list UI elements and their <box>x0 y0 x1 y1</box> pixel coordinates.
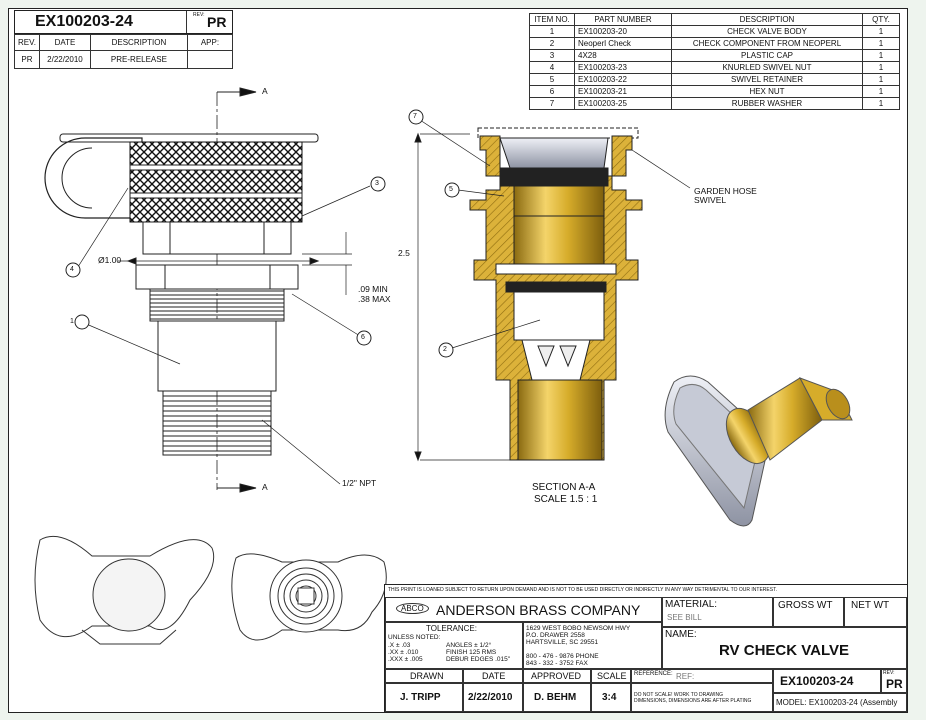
section-marker-top: A <box>262 86 268 96</box>
drawn-value-cell: J. TRIPP <box>385 683 463 712</box>
date-value-cell: 2/22/2010 <box>463 683 523 712</box>
npt-callout: 1/2" NPT <box>342 478 377 488</box>
balloon-5: 5 <box>449 186 453 193</box>
divider <box>186 11 187 33</box>
doc-number-cell: EX100203-24 <box>773 669 881 693</box>
revision-table: REV. DATE DESCRIPTION APP: PR 2/22/2010 … <box>14 34 234 69</box>
tol-right-3: DEBUR EDGES .015" <box>446 656 511 663</box>
height-dimension: 2.5 <box>398 248 410 258</box>
net-wt-cell: NET WT <box>844 597 907 627</box>
tolerance-label: TOLERANCE: <box>426 624 477 633</box>
date-label-cell: DATE <box>463 669 523 683</box>
loan-notice: THIS PRINT IS LOANED SUBJECT TO RETURN U… <box>388 587 777 593</box>
drawn-value: J. TRIPP <box>400 692 441 703</box>
date-label: DATE <box>482 671 506 681</box>
company-cell: ABCO ANDERSON BRASS COMPANY <box>385 597 662 622</box>
balloon-2: 2 <box>443 346 447 353</box>
approved-label: APPROVED <box>531 671 582 681</box>
net-wt-label: NET WT <box>851 600 890 611</box>
bottom-views <box>34 536 387 645</box>
doc-number: EX100203-24 <box>35 13 133 30</box>
scale-label-cell: SCALE <box>591 669 631 683</box>
rev-cell: REV: PR <box>881 669 907 693</box>
scale-label: SCALE <box>597 671 627 681</box>
name-label: NAME: <box>665 629 697 640</box>
model-cell: MODEL: EX100203-24 (Assembly <box>773 693 907 712</box>
section-title: SECTION A-A <box>532 482 596 493</box>
address-line: 800 - 476 - 9876 PHONE <box>526 653 599 660</box>
reference-cell: REFERENCE: REF: <box>631 669 773 683</box>
company-logo: ABCO <box>396 603 429 614</box>
address-line: P.O. DRAWER 2558 <box>526 632 585 639</box>
section-view <box>414 119 691 462</box>
balloon-6: 6 <box>361 334 365 341</box>
tol-right-1: ANGLES ± 1/2° <box>446 642 492 649</box>
approved-value-cell: D. BEHM <box>523 683 591 712</box>
diameter-dimension: Ø1.00 <box>98 255 122 265</box>
address-cell: 1629 WEST BOBO NEWSOM HWY P.O. DRAWER 25… <box>523 622 662 669</box>
tol-line-2: .XX ± .010 <box>388 649 419 656</box>
tol-line-1: .X ± .03 <box>388 642 411 649</box>
max-dimension: .38 MAX <box>358 294 391 304</box>
material-label: MATERIAL: <box>665 599 718 610</box>
section-marker-bottom: A <box>262 482 268 492</box>
company-name: ANDERSON BRASS COMPANY <box>436 602 641 618</box>
gross-wt-cell: GROSS WT <box>773 597 844 627</box>
title-block: THIS PRINT IS LOANED SUBJECT TO RETURN U… <box>384 584 908 713</box>
date-value: 2/22/2010 <box>468 692 513 703</box>
drawn-label: DRAWN <box>410 671 444 681</box>
elevation-view <box>44 87 371 493</box>
min-dimension: .09 MIN <box>358 284 388 294</box>
garden-hose-label-2: SWIVEL <box>694 195 727 205</box>
bom-item: 7 <box>529 97 575 110</box>
unless-noted: UNLESS NOTED: <box>388 634 441 641</box>
model-value: MODEL: EX100203-24 (Assembly <box>776 698 898 707</box>
tol-right-2: FINISH 125 RMS <box>446 649 497 656</box>
title-rev-label: REV: <box>883 670 895 676</box>
title-rev-value: PR <box>886 677 903 691</box>
title-doc-number: EX100203-24 <box>780 674 854 688</box>
rev-value: PR <box>207 14 227 30</box>
scale-value-cell: 3:4 <box>591 683 631 712</box>
section-scale: SCALE 1.5 : 1 <box>534 494 598 505</box>
bom-desc: RUBBER WASHER <box>671 97 863 110</box>
material-cell: MATERIAL: SEE BILL <box>662 597 773 627</box>
rev-label: REV: <box>193 12 205 18</box>
reference-label: REFERENCE: <box>634 671 673 677</box>
isometric-view <box>664 375 853 527</box>
address-line: 1629 WEST BOBO NEWSOM HWY <box>526 625 631 632</box>
address-line: 843 - 332 - 3752 FAX <box>526 660 588 667</box>
approved-label-cell: APPROVED <box>523 669 591 683</box>
name-cell: NAME: RV CHECK VALVE <box>662 627 907 669</box>
warning-line-1: DO NOT SCALE! WORK TO DRAWING <box>634 692 723 698</box>
warning-line-2: DIMENSIONS, DIMENSIONS ARE AFTER PLATING <box>634 698 752 704</box>
scale-value: 3:4 <box>602 692 617 703</box>
description-cell: PRE-RELEASE <box>89 50 188 69</box>
material-value: SEE BILL <box>667 613 702 622</box>
reference-value: REF: <box>676 672 695 681</box>
balloon-7: 7 <box>413 113 417 120</box>
gross-wt-label: GROSS WT <box>778 600 833 611</box>
drawing-name: RV CHECK VALVE <box>719 642 850 659</box>
drawn-label-cell: DRAWN <box>385 669 463 683</box>
date-cell: 2/22/2010 <box>38 50 91 69</box>
garden-hose-label-1: GARDEN HOSE <box>694 186 757 196</box>
bom-qty: 1 <box>862 97 900 110</box>
doc-number-box: EX100203-24 REV: PR <box>14 10 233 34</box>
balloon-4: 4 <box>70 266 74 273</box>
warning-cell: DO NOT SCALE! WORK TO DRAWING DIMENSIONS… <box>631 683 773 712</box>
approved-value: D. BEHM <box>534 692 577 703</box>
tol-line-3: .XXX ± .005 <box>388 656 423 663</box>
tolerance-cell: TOLERANCE: UNLESS NOTED: .X ± .03 .XX ± … <box>385 622 523 669</box>
app-cell <box>186 50 234 69</box>
address-line: HARTSVILLE, SC 29551 <box>526 639 599 646</box>
balloon-1: 1 <box>70 318 74 325</box>
balloon-3: 3 <box>375 180 379 187</box>
